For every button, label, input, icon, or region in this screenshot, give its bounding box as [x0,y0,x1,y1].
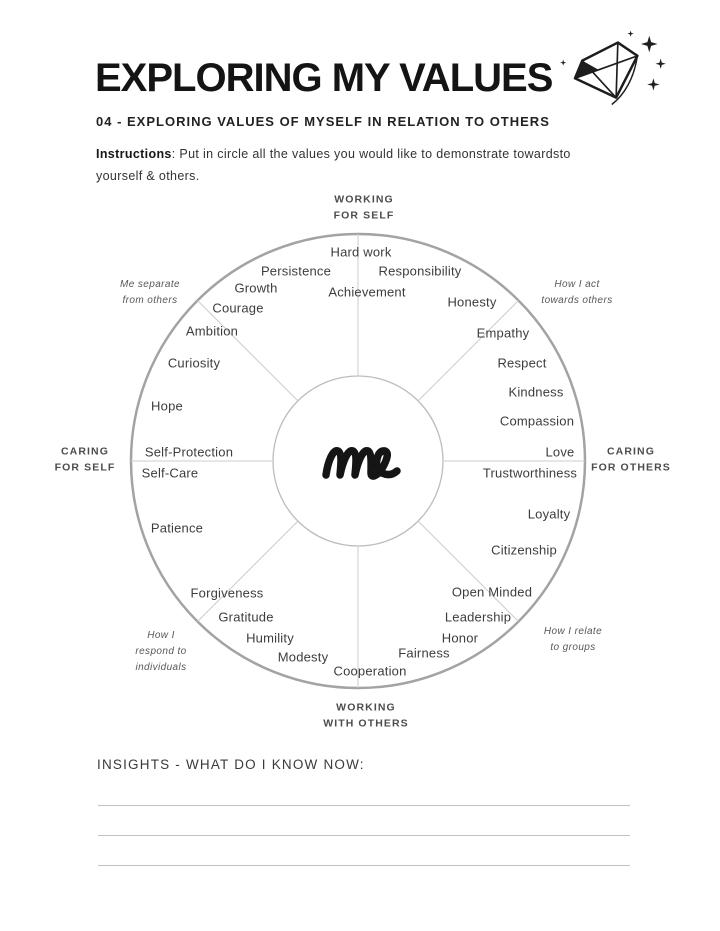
note-how-i-relate-to-groups: How I relate to groups [543,626,603,653]
value-label-gratitude[interactable]: Gratitude [218,609,274,625]
value-label-kindness[interactable]: Kindness [508,384,564,400]
value-label-responsibility[interactable]: Responsibility [378,263,462,279]
axis-label-caring-for-self: CARING FOR SELF [54,445,116,474]
value-label-fairness[interactable]: Fairness [398,645,450,661]
value-label-cooperation[interactable]: Cooperation [333,663,407,679]
value-label-honesty[interactable]: Honesty [447,294,497,310]
value-label-forgiveness[interactable]: Forgiveness [190,585,264,601]
value-label-citizenship[interactable]: Citizenship [491,542,557,558]
value-label-growth[interactable]: Growth [234,280,278,296]
value-label-compassion[interactable]: Compassion [499,413,575,429]
insight-lines [98,776,630,866]
value-label-hope[interactable]: Hope [151,398,183,414]
insight-line-3[interactable] [98,836,630,866]
value-label-honor[interactable]: Honor [441,630,479,646]
page-title: EXPLORING MY VALUES [95,56,553,100]
axis-label-working-with-others: WORKING WITH OTHERS [323,701,409,730]
me-script-label [322,447,401,480]
instructions-label: Instructions [96,147,172,161]
instructions: Instructions: Put in circle all the valu… [96,144,641,188]
note-how-i-respond-to-individuals: How I respond to individuals [135,630,187,673]
value-label-loyalty[interactable]: Loyalty [527,506,571,522]
value-label-trustworthiness[interactable]: Trustworthiness [482,465,578,481]
insight-line-1[interactable] [98,776,630,806]
insight-line-2[interactable] [98,806,630,836]
value-label-achievement[interactable]: Achievement [328,284,406,300]
axis-label-caring-for-others: CARING FOR OTHERS [591,445,671,474]
value-label-patience[interactable]: Patience [150,520,204,536]
value-label-persistence[interactable]: Persistence [260,263,332,279]
value-label-curiosity[interactable]: Curiosity [167,355,221,371]
value-label-self-protection[interactable]: Self-Protection [144,444,234,460]
wheel-graphic [129,232,587,690]
worksheet-subtitle: 04 - EXPLORING VALUES OF MYSELF IN RELAT… [96,114,550,129]
value-label-love[interactable]: Love [545,444,575,460]
value-label-leadership[interactable]: Leadership [444,609,512,625]
value-label-self-care[interactable]: Self-Care [141,465,199,481]
value-label-courage[interactable]: Courage [212,300,264,316]
value-label-hard-work[interactable]: Hard work [330,244,392,260]
value-label-respect[interactable]: Respect [497,355,547,371]
sector-spokes [131,234,585,688]
value-label-humility[interactable]: Humility [246,630,294,646]
instructions-text: : Put in circle all the values you would… [96,147,571,183]
value-label-empathy[interactable]: Empathy [476,325,530,341]
value-label-open-minded[interactable]: Open Minded [451,584,533,600]
value-label-modesty[interactable]: Modesty [277,649,329,665]
note-me-separate-from-others: Me separate from others [120,279,180,306]
insights-heading: INSIGHTS - WHAT DO I KNOW NOW: [97,757,365,772]
axis-label-working-for-self: WORKING FOR SELF [333,193,395,222]
value-label-ambition[interactable]: Ambition [185,323,239,339]
diamond-sparkle-icon [558,30,670,114]
note-how-i-act-towards-others: How I act towards others [541,279,613,306]
